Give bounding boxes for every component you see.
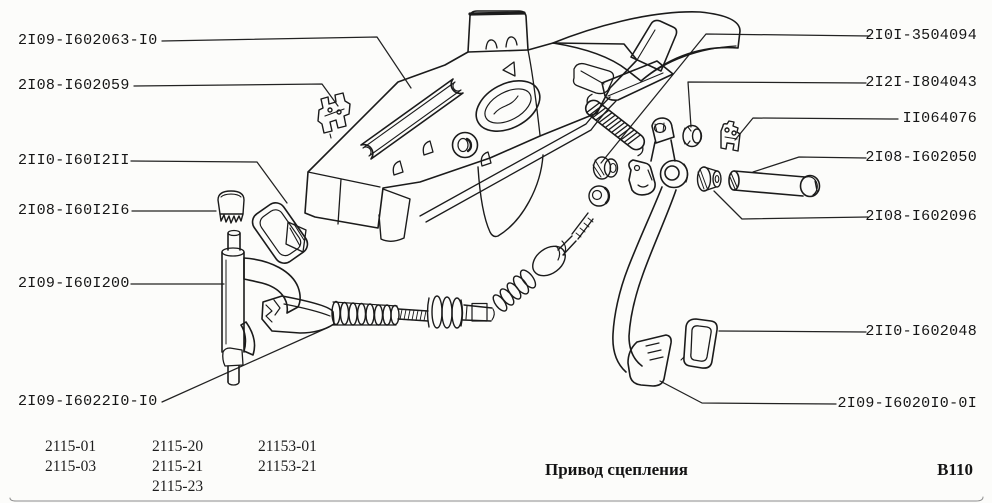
model-codes-column-3: 21153-01 21153-21	[258, 437, 317, 477]
spring-clip-drawing	[720, 120, 741, 152]
model-codes-column-2: 2115-20 2115-21 2115-23	[152, 437, 203, 497]
link-rod-drawing	[419, 96, 617, 223]
part-label-left-6: 2I09-I6022I0-I0	[18, 393, 158, 410]
part-label-left-5: 2I09-I60I200	[18, 275, 130, 292]
part-label-left-1: 2I09-I602063-I0	[18, 32, 158, 49]
part-label-left-3: 2II0-I60I2II	[18, 152, 130, 169]
pedal-bushing-left-drawing	[592, 156, 619, 180]
pedal-bushing-flanged-drawing	[696, 166, 722, 192]
upper-bracket-drawing	[552, 11, 741, 82]
model-code: 2115-20	[152, 438, 204, 455]
figure-code: B110	[937, 460, 973, 479]
fork-shaft-drawing	[221, 229, 245, 386]
model-code: 2115-23	[152, 478, 204, 495]
part-label-left-4: 2I08-I60I2I6	[18, 202, 130, 219]
clutch-cable-drawing	[331, 185, 611, 329]
pedal-sector-drawing	[628, 159, 656, 196]
model-code: 2115-01	[45, 438, 97, 455]
part-label-right-1: 2I0I-3504094	[865, 27, 977, 44]
part-label-left-2: 2I08-I602059	[18, 77, 130, 94]
part-label-right-7: 2I09-I6020I0-0I	[837, 395, 977, 412]
model-codes-column-1: 2115-01 2115-03	[45, 437, 96, 477]
model-code: 2115-03	[45, 458, 97, 475]
figure-title: Привод сцепления	[545, 460, 688, 479]
model-code: 2115-21	[152, 458, 204, 475]
clutch-pedal-drawing	[612, 117, 689, 387]
model-code: 21153-01	[258, 438, 317, 455]
model-code: 21153-21	[258, 458, 317, 475]
cable-bracket-clip-drawing	[317, 92, 351, 139]
part-label-right-3: II064076	[902, 110, 977, 127]
page-bottom-border	[9, 496, 984, 502]
return-spring-drawing	[584, 93, 646, 157]
fork-seal-plate-drawing	[251, 202, 309, 264]
release-fork-drawing	[240, 257, 335, 356]
pedal-stop-drawing	[601, 19, 678, 101]
pedal-pad-drawing	[680, 318, 718, 369]
part-label-right-6: 2II0-I602048	[865, 323, 977, 340]
part-label-right-5: 2I08-I602096	[865, 208, 977, 225]
part-label-right-2: 2I2I-I804043	[865, 74, 977, 91]
shaft-cap-drawing	[217, 190, 245, 224]
pedal-bracket-drawing	[304, 10, 638, 242]
pedal-axle-pin-drawing	[728, 170, 821, 198]
leader-lines	[130, 33, 899, 405]
part-label-right-4: 2I08-I602050	[865, 149, 977, 166]
pedal-bushing-upper-drawing	[682, 124, 703, 148]
